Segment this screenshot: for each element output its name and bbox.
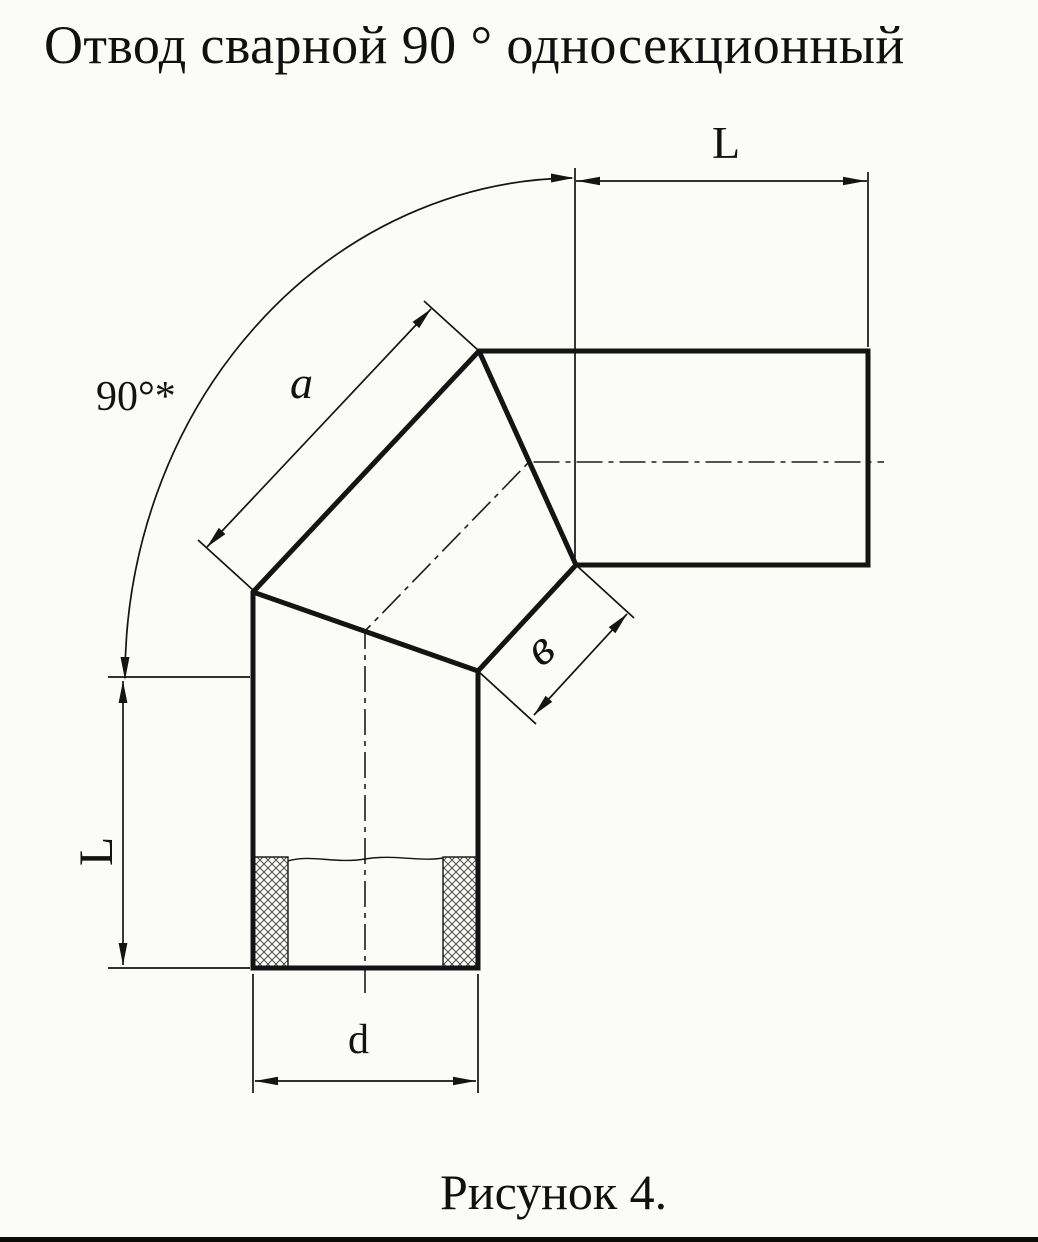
hatched-wall-left — [252, 856, 289, 969]
arrowhead — [118, 681, 128, 703]
arrowhead — [412, 309, 431, 329]
arrowhead — [843, 176, 866, 186]
dim-label-top-L: L — [712, 117, 740, 168]
arrowhead — [534, 695, 553, 715]
arrowhead — [608, 614, 627, 634]
dim-label-b: в — [513, 619, 565, 677]
dim-label-angle: 90°* — [96, 374, 176, 420]
extension-line — [197, 539, 254, 591]
arrowhead — [207, 527, 226, 547]
break-line — [287, 856, 444, 862]
elbow-silhouette — [250, 348, 871, 971]
arrowhead — [453, 1076, 476, 1086]
angle-arc — [124, 177, 573, 679]
page-title: Отвод сварной 90 ° односекционный — [44, 15, 905, 75]
pipe-centerline — [364, 461, 884, 993]
arrowhead — [118, 943, 128, 965]
dimension-line — [533, 613, 628, 716]
arrowhead — [120, 657, 130, 680]
figure-caption: Рисунок 4. — [440, 1164, 668, 1220]
dim-label-left-L: L — [70, 837, 123, 866]
extension-line — [423, 300, 480, 352]
dim-label-d: d — [348, 1017, 369, 1063]
dimension-top-L — [574, 168, 869, 563]
weld-seam-upper — [476, 349, 579, 567]
hatched-wall-right — [442, 856, 479, 969]
weld-seam-lower — [252, 589, 479, 674]
arrowhead — [551, 173, 574, 183]
dimension-a — [197, 300, 480, 591]
extension-line — [477, 670, 537, 725]
scan-edge-artifact — [0, 1237, 1038, 1242]
angle-dimension — [120, 173, 574, 680]
dimension-left-L — [108, 676, 250, 969]
extension-line — [575, 564, 635, 619]
dimension-b — [477, 564, 635, 725]
dim-label-a: a — [290, 357, 313, 408]
dimension-line — [206, 308, 432, 548]
dimension-d — [252, 974, 479, 1093]
arrowhead — [255, 1076, 278, 1086]
arrowhead — [577, 176, 600, 186]
